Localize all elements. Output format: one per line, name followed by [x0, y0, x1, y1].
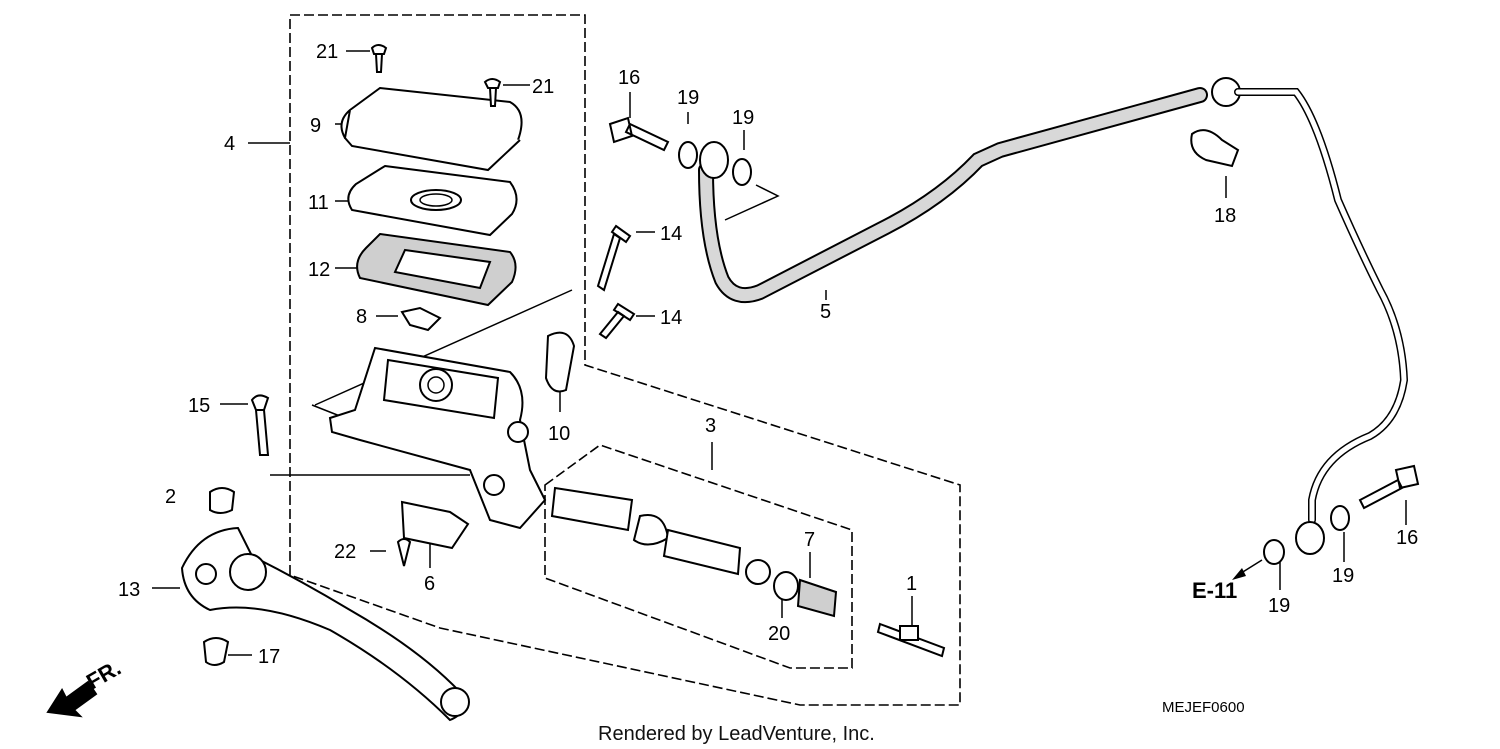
callout-21-upper: 21 [316, 41, 338, 63]
washers-19 [678, 141, 1350, 565]
callout-16-left: 16 [618, 67, 640, 89]
holder [544, 331, 576, 393]
rendered-by-credit: Rendered by LeadVenture, Inc. [598, 723, 875, 745]
callout-19-c: 19 [1332, 565, 1354, 587]
cap [209, 487, 236, 514]
reference-e11-label: E-11 [1192, 578, 1237, 603]
callout-18: 18 [1214, 205, 1236, 227]
callout-15: 15 [188, 395, 210, 417]
callout-2: 2 [165, 486, 176, 508]
callout-6: 6 [424, 573, 435, 595]
callout-14-lower: 14 [660, 307, 682, 329]
callout-19-d: 19 [1268, 595, 1290, 617]
callout-22: 22 [334, 541, 356, 563]
callout-20: 20 [768, 623, 790, 645]
callout-10: 10 [548, 423, 570, 445]
callout-21-lower: 21 [532, 76, 554, 98]
screws-21 [370, 44, 502, 107]
callout-14-upper: 14 [660, 223, 682, 245]
piston-set [550, 486, 838, 618]
leader-lines [152, 50, 1407, 656]
callout-16-right: 16 [1396, 527, 1418, 549]
push-rod [876, 622, 946, 658]
pivot-bolt [250, 394, 270, 456]
callout-11: 11 [308, 192, 329, 214]
callout-7: 7 [804, 529, 815, 551]
reference-e11: E-11 [1192, 559, 1263, 603]
clutch-cable-lower [1234, 88, 1409, 555]
callout-12: 12 [308, 259, 330, 281]
clip [1190, 129, 1240, 168]
master-cylinder-body [328, 346, 547, 530]
diagram-code: MEJEF0600 [1162, 699, 1245, 716]
bolts-16 [608, 116, 1420, 510]
diaphragm-plate [400, 306, 442, 332]
reservoir-cover [340, 86, 523, 172]
callout-9: 9 [310, 115, 321, 137]
callout-19-b: 19 [732, 107, 754, 129]
callout-8: 8 [356, 306, 367, 328]
callout-4: 4 [224, 133, 235, 155]
callout-5: 5 [820, 301, 831, 323]
diaphragm [356, 232, 517, 307]
callout-17: 17 [258, 646, 280, 668]
assembly-boundary-lines [289, 14, 961, 706]
callout-19-a: 19 [677, 87, 699, 109]
clutch-hose [698, 77, 1241, 303]
bolts-14 [596, 224, 636, 340]
callout-13: 13 [118, 579, 140, 601]
callout-1: 1 [906, 573, 917, 595]
front-direction-arrow-icon [46, 680, 98, 718]
reservoir-plate [347, 164, 518, 237]
bushing [202, 637, 230, 666]
switch [396, 500, 470, 567]
clutch-lever [180, 526, 470, 722]
callout-labels: 1 2 3 4 5 6 7 8 9 10 11 12 13 14 14 15 1… [118, 41, 1418, 668]
callout-3: 3 [705, 415, 716, 437]
